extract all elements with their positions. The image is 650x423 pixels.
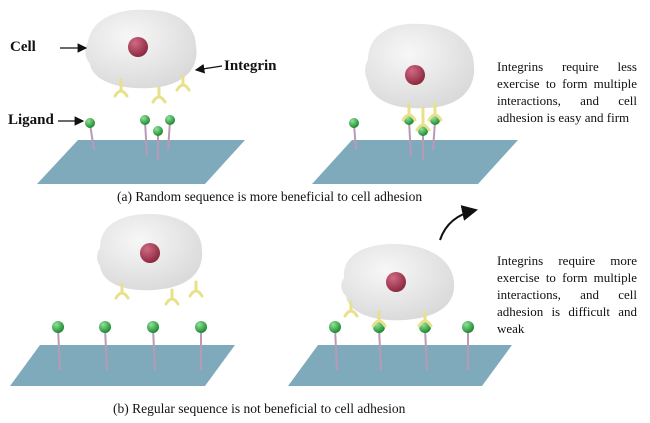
substrate-b-left bbox=[10, 345, 235, 386]
ligands-b-left bbox=[52, 321, 207, 371]
curved-arrow bbox=[439, 205, 478, 241]
panel-a-left bbox=[37, 9, 245, 184]
cell-a-right bbox=[365, 23, 475, 109]
panel-a-right bbox=[312, 23, 518, 184]
integrins-a-left bbox=[113, 74, 191, 104]
substrate-a-left bbox=[37, 140, 245, 184]
integrin-label: Integrin bbox=[224, 58, 277, 74]
cell-b-left bbox=[97, 214, 203, 291]
integrins-b-left bbox=[114, 280, 204, 306]
integrin-pointer-arrow bbox=[194, 63, 223, 74]
ligand-label: Ligand bbox=[8, 112, 54, 128]
description-random: Integrins require less exercise to form … bbox=[497, 59, 637, 125]
cell-a-left bbox=[85, 9, 197, 89]
integrins-a-right-bound bbox=[401, 102, 443, 132]
substrate-a-right bbox=[312, 140, 518, 184]
substrate-b-right bbox=[288, 345, 512, 386]
integrins-b-right-bound bbox=[343, 300, 433, 328]
caption-a: (a) Random sequence is more beneficial t… bbox=[117, 189, 423, 204]
cell-label: Cell bbox=[10, 39, 36, 55]
description-regular: Integrins require more exercise to form … bbox=[497, 253, 637, 336]
panel-b-right bbox=[288, 205, 512, 386]
caption-b: (b) Regular sequence is not beneficial t… bbox=[113, 401, 406, 416]
nucleus bbox=[128, 37, 148, 57]
nucleus bbox=[140, 243, 160, 263]
ligands-a-left bbox=[85, 115, 175, 160]
cell-b-right bbox=[341, 244, 455, 321]
panel-b-left bbox=[10, 214, 235, 386]
nucleus bbox=[405, 65, 425, 85]
nucleus bbox=[386, 272, 406, 292]
